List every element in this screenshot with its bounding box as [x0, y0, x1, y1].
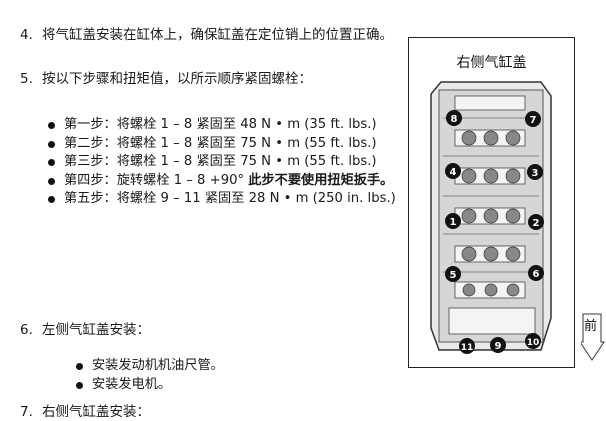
left-head-step-list: 安装发动机机油尺管。 安装发电机。 [76, 358, 396, 395]
torque-step: 第一步：将螺栓 1 – 8 紧固至 48 N • m (35 ft. lbs.) [48, 117, 398, 134]
front-label: 前 [584, 319, 598, 334]
torque-step: 第二步：将螺栓 1 – 8 紧固至 75 N • m (55 ft. lbs.) [48, 136, 398, 153]
figure-title: 右侧气缸盖 [456, 55, 527, 71]
step-text: 左侧气缸盖安装： [42, 322, 150, 338]
step-number: 7. [20, 404, 33, 420]
bolt-label-3: 3 [532, 168, 539, 179]
bolt-label-1: 1 [450, 217, 457, 228]
bullet-icon [48, 177, 55, 185]
torque-step: 第五步：将螺栓 9 – 11 紧固至 28 N • m (250 in. lbs… [48, 191, 398, 208]
bullet-icon [48, 159, 55, 166]
bolt-label-9: 9 [495, 341, 502, 352]
torque-step-list: 第一步：将螺栓 1 – 8 紧固至 48 N • m (35 ft. lbs.)… [48, 117, 398, 210]
bullet-icon [48, 196, 55, 203]
bolt-label-10: 10 [527, 338, 540, 348]
bullet-icon [76, 363, 83, 370]
step-text: 将气缸盖安装在缸体上，确保缸盖在定位销上的位置正确。 [42, 27, 393, 43]
bullet-icon [76, 381, 83, 389]
bolt-label-8: 8 [451, 114, 458, 125]
cylinder-head-figure: 右侧气缸盖 [408, 37, 575, 368]
bolt-label-7: 7 [530, 115, 537, 126]
left-head-step: 安装发动机机油尺管。 [76, 358, 396, 375]
warning-text: 此步不要使用扭矩扳手。 [248, 172, 394, 188]
step-number: 5. [20, 71, 33, 87]
bolt-label-2: 2 [533, 218, 540, 229]
torque-step: 第三步：将螺栓 1 – 8 紧固至 75 N • m (55 ft. lbs.) [48, 154, 398, 171]
down-arrow-icon [579, 313, 605, 361]
step-text: 右侧气缸盖安装： [42, 404, 150, 420]
front-direction-arrow: 前 [579, 312, 605, 362]
bolt-label-6: 6 [533, 269, 540, 280]
bullet-icon [48, 140, 55, 148]
cylinder-head-drawing: 8 7 4 3 1 2 5 6 11 9 10 [430, 81, 552, 354]
step-text: 按以下步骤和扭矩值，以所示顺序紧固螺栓： [42, 71, 312, 87]
torque-step: 第四步：旋转螺栓 1 – 8 +90° 此步不要使用扭矩扳手。 [48, 173, 398, 190]
bullet-icon [48, 122, 55, 129]
step-number: 6. [20, 322, 33, 338]
bolt-label-4: 4 [450, 167, 457, 178]
left-head-step: 安装发电机。 [76, 377, 396, 394]
step-number: 4. [20, 27, 33, 43]
bolt-label-5: 5 [450, 270, 457, 281]
bolt-label-11: 11 [461, 343, 474, 353]
